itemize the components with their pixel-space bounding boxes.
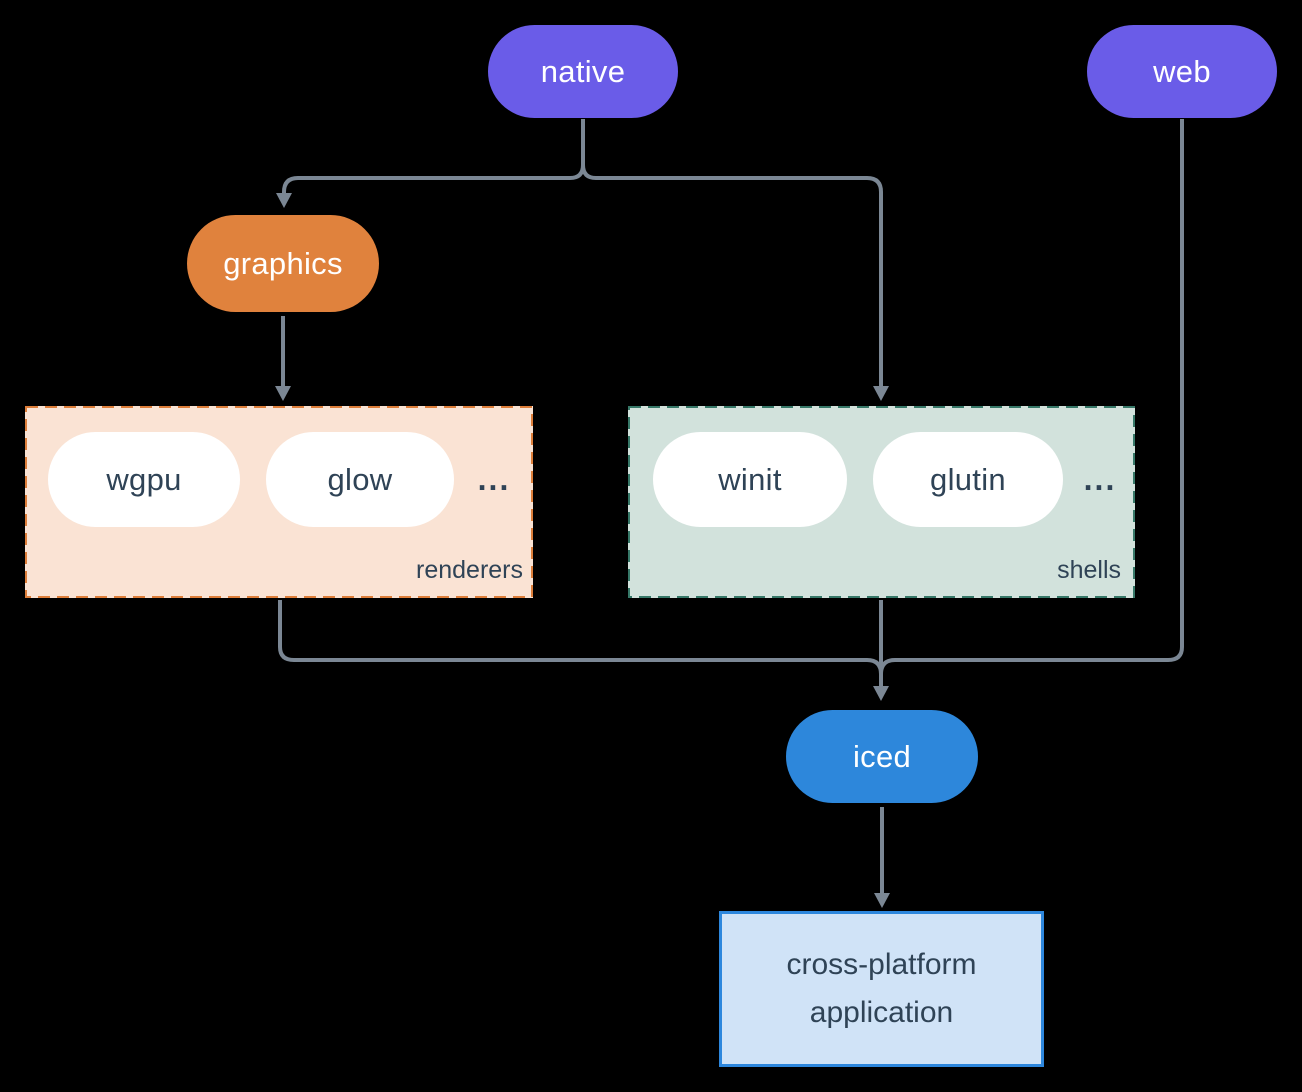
arrowhead-shells (873, 386, 889, 401)
arrowhead-iced (873, 686, 889, 701)
node-glutin-label: glutin (930, 461, 1006, 497)
node-web-label: web (1153, 53, 1211, 89)
renderers-group-border (25, 406, 533, 598)
edge-renderers-to-iced (278, 600, 883, 686)
node-graphics: graphics (187, 215, 379, 312)
shells-group-border (628, 406, 1135, 598)
edge-native-to-shells (581, 119, 883, 386)
shells-ellipsis: ... (1083, 461, 1117, 497)
node-graphics-label: graphics (223, 245, 343, 281)
edge-web-to-iced (879, 119, 1184, 675)
node-iced: iced (786, 710, 978, 803)
node-wgpu-label: wgpu (106, 461, 182, 497)
arrowhead-renderers (275, 386, 291, 401)
application-label-line1: cross-platform (786, 948, 977, 981)
node-winit-label: winit (718, 461, 782, 497)
shells-group-label: shells (1057, 556, 1121, 584)
node-winit: winit (653, 432, 847, 527)
arrowhead-application (874, 893, 890, 908)
node-cross-platform-application: cross-platform application (719, 911, 1044, 1067)
renderers-group-label: renderers (416, 556, 523, 584)
node-glow: glow (266, 432, 454, 527)
node-native: native (488, 25, 678, 118)
node-glutin: glutin (873, 432, 1063, 527)
node-iced-label: iced (852, 738, 912, 774)
node-glow-label: glow (327, 461, 393, 497)
node-native-label: native (540, 53, 626, 89)
node-web: web (1087, 25, 1277, 118)
edge-native-to-graphics (282, 119, 585, 193)
node-wgpu: wgpu (48, 432, 240, 527)
arrowhead-graphics (276, 193, 292, 208)
renderers-ellipsis: ... (477, 461, 511, 497)
application-label-line2: application (809, 996, 954, 1029)
